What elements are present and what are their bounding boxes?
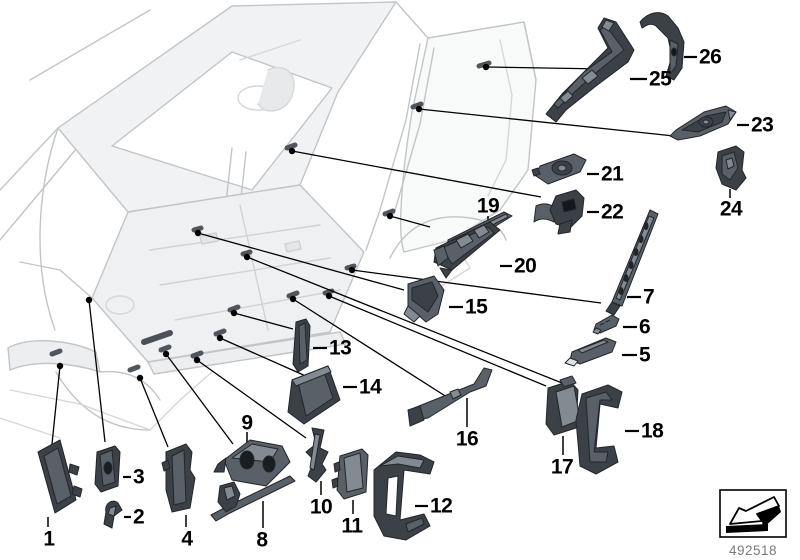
- part-label-19: 19: [476, 194, 500, 218]
- part-label-9: 9: [241, 411, 253, 435]
- part-10-illustration: [305, 427, 329, 483]
- part-8-illustration: [210, 475, 296, 522]
- part-label-1: 1: [43, 527, 55, 551]
- part-9-illustration: [213, 439, 291, 487]
- part-label-4: 4: [181, 527, 193, 551]
- part-label-21: 21: [601, 162, 624, 186]
- part-11-illustration: [331, 448, 369, 500]
- part-25-illustration: [545, 17, 635, 123]
- part-label-3: 3: [133, 465, 145, 489]
- part-21-illustration: [531, 153, 587, 185]
- part-26-illustration: [639, 12, 685, 81]
- part-label-2: 2: [133, 505, 145, 529]
- label-dashes: [123, 55, 749, 519]
- part-3-illustration: [94, 445, 121, 493]
- part-label-25: 25: [649, 67, 672, 91]
- part-4-illustration: [161, 443, 196, 513]
- direction-arrow-icon: [719, 489, 787, 538]
- callout-dots: [56, 63, 490, 382]
- part-label-14: 14: [359, 375, 382, 399]
- leader-lines: [51, 66, 675, 448]
- part-label-20: 20: [514, 254, 537, 278]
- part-label-7: 7: [643, 285, 655, 309]
- part-label-16: 16: [455, 427, 479, 451]
- part-23-illustration: [669, 105, 737, 141]
- part-label-18: 18: [641, 419, 664, 443]
- part-22-illustration: [533, 189, 585, 235]
- part-label-23: 23: [751, 113, 774, 137]
- part-label-24: 24: [719, 197, 743, 221]
- part-label-5: 5: [639, 343, 651, 367]
- part-5-illustration: [564, 337, 617, 367]
- part-20-illustration: [433, 221, 501, 279]
- part-label-6: 6: [639, 315, 651, 339]
- part-label-13: 13: [329, 336, 352, 360]
- part-label-17: 17: [550, 455, 574, 479]
- part-6-illustration: [592, 314, 620, 335]
- part-label-22: 22: [601, 200, 624, 224]
- part-15-illustration: [403, 275, 445, 323]
- part-label-8: 8: [256, 528, 268, 552]
- part-17-illustration: [545, 375, 581, 436]
- part-2-illustration: [103, 500, 123, 529]
- diagram-number: 492518: [728, 543, 778, 558]
- car-body-illustration: [0, 1, 537, 439]
- part-18-illustration: [575, 384, 623, 475]
- part-7-illustration: [605, 209, 659, 316]
- part-label-11: 11: [341, 514, 363, 538]
- part-14-illustration: [287, 365, 341, 425]
- part-12-illustration: [373, 451, 435, 541]
- part-label-15: 15: [465, 295, 488, 319]
- part-label-10: 10: [309, 495, 333, 519]
- part-1-illustration: [37, 439, 83, 514]
- part-24-illustration: [715, 145, 747, 191]
- part-label-12: 12: [430, 494, 453, 518]
- part-13-illustration: [292, 318, 311, 373]
- part-16-illustration: [407, 367, 493, 427]
- part-label-26: 26: [699, 45, 722, 69]
